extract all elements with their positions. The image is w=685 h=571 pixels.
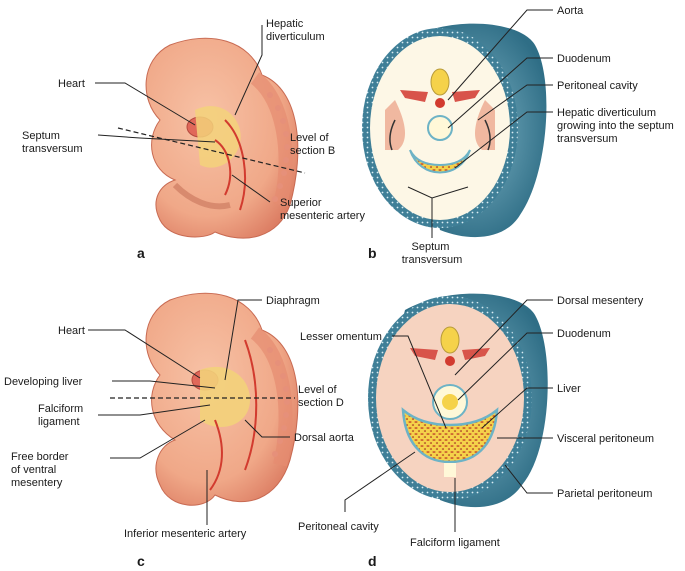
inferior-mesenteric-artery-label: Inferior mesenteric artery [124, 528, 247, 540]
liver-label: Liver [557, 383, 581, 395]
dorsal-aorta-label: Dorsal aorta [294, 432, 355, 444]
peritoneal-cavity-label-d: Peritoneal cavity [298, 521, 379, 533]
lesser-omentum-label: Lesser omentum [300, 331, 382, 343]
hepatic-diverticulum-growing-label: Hepatic diverticulum growing into the se… [557, 107, 677, 145]
heart-label-a: Heart [58, 78, 85, 90]
diaphragm-label: Diaphragm [266, 295, 320, 307]
panel-letter-b: b [368, 245, 377, 261]
aorta-label-b: Aorta [557, 5, 584, 17]
septum-transversum-label-b: Septum transversum [402, 241, 463, 266]
panel-letter-d: d [368, 553, 377, 569]
level-of-section-b-line [117, 127, 306, 174]
developing-liver-label: Developing liver [4, 376, 83, 388]
septum-transversum-label-a: Septum transversum [22, 130, 83, 155]
free-border-label: Free border of ventral mesentery [11, 451, 72, 489]
panel-b-leaders [407, 9, 553, 238]
falciform-ligament-label-d: Falciform ligament [410, 537, 500, 549]
parietal-peritoneum-label: Parietal peritoneum [557, 488, 652, 500]
visceral-peritoneum-label: Visceral peritoneum [557, 433, 654, 445]
panel-d-leaders [344, 299, 553, 532]
level-of-section-d-label: Level of section D [298, 384, 344, 409]
heart-label-c: Heart [58, 325, 85, 337]
cross-section-d-illustration [368, 293, 548, 508]
panel-a-leaders [95, 25, 271, 203]
embryo-a-illustration [145, 37, 299, 239]
duodenum-label-d: Duodenum [557, 328, 611, 340]
panel-c-leaders [88, 299, 290, 525]
panel-letter-c: c [137, 553, 145, 569]
hepatic-diverticulum-label-a: Hepatic diverticulum [266, 18, 325, 43]
duodenum-label-b: Duodenum [557, 53, 611, 65]
level-of-section-b-label: Level of section B [290, 132, 335, 157]
peritoneal-cavity-label-b: Peritoneal cavity [557, 80, 638, 92]
dorsal-mesentery-label: Dorsal mesentery [557, 295, 644, 307]
superior-mesenteric-artery-label: Superior mesenteric artery [280, 197, 365, 222]
embryo-c-illustration [145, 292, 299, 506]
falciform-ligament-label-c: Falciform ligament [38, 403, 86, 428]
panel-letter-a: a [137, 245, 145, 261]
cross-section-b-illustration [362, 23, 547, 238]
